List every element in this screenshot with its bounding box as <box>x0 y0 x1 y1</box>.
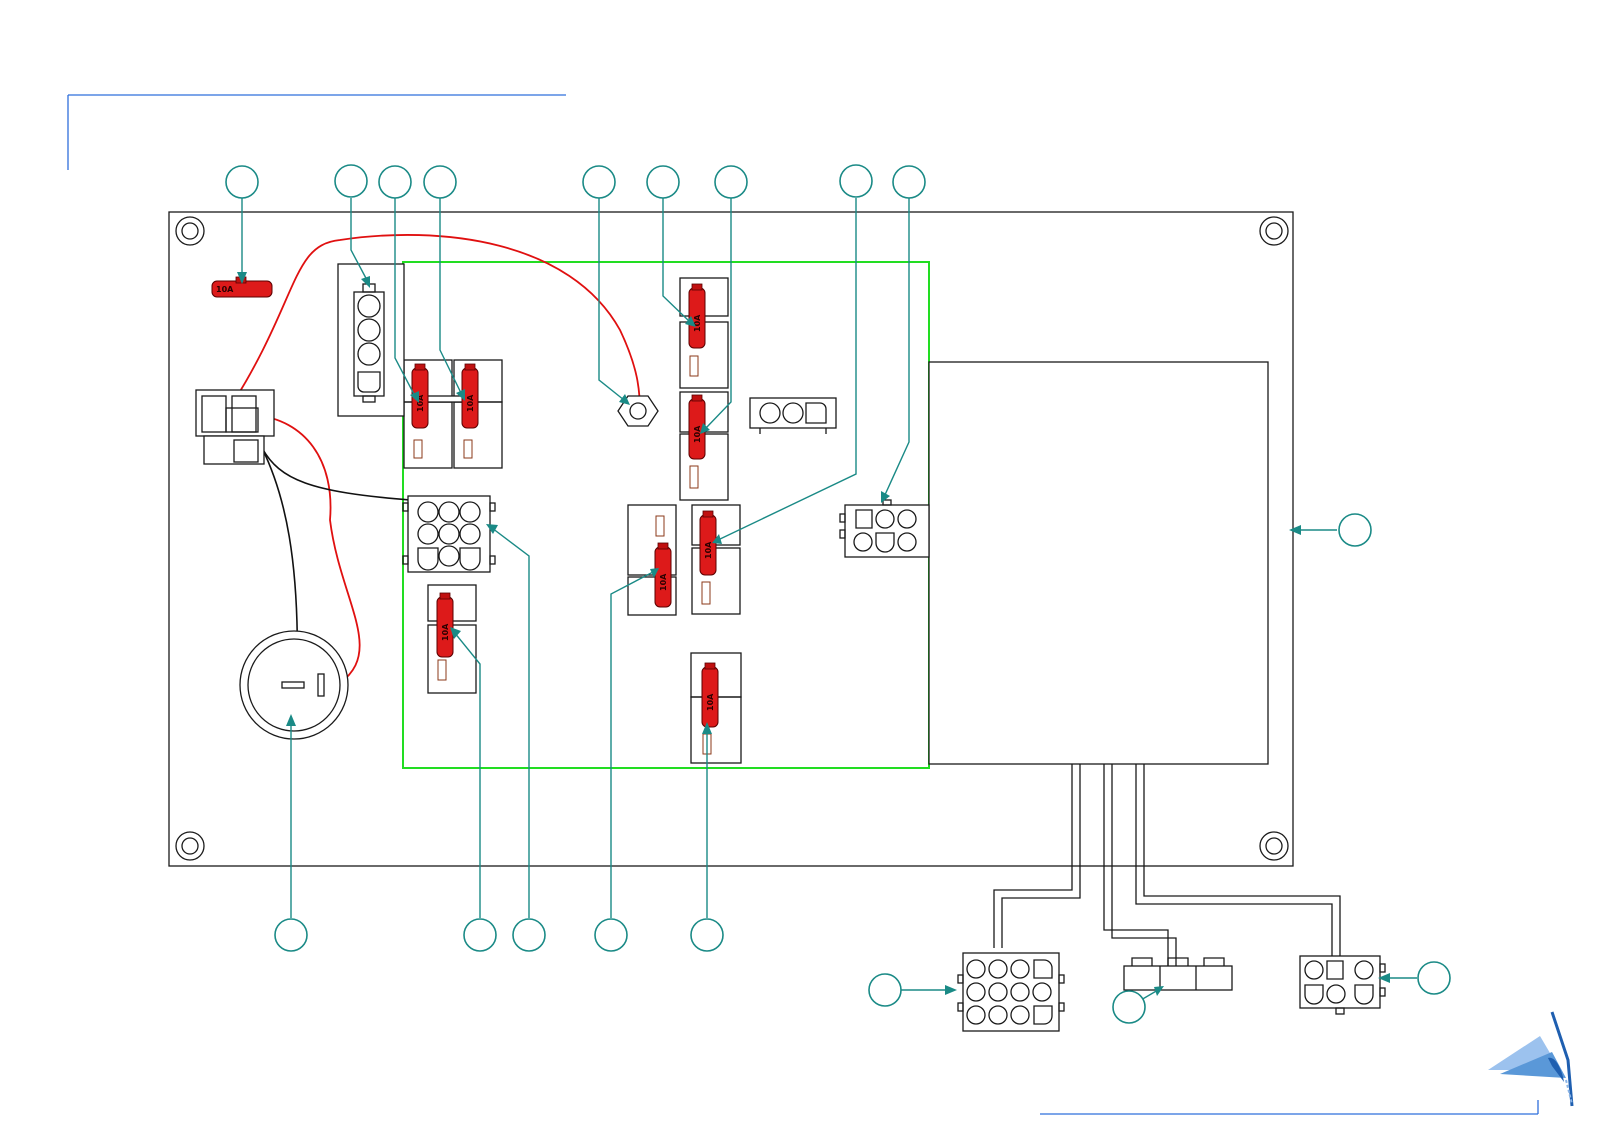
fuse-rating-label: 10A <box>466 394 475 412</box>
callouts-layer <box>225 164 1451 1024</box>
fuse-slot-markers <box>413 355 712 755</box>
fuse-rating-label: 10A <box>693 314 702 332</box>
frame-top-left-line <box>67 94 566 170</box>
inline-connector-icon <box>1123 957 1233 991</box>
blade-fuse-icon: 10A <box>701 662 719 728</box>
blade-fuse-icon: 10A <box>461 363 479 429</box>
mounting-hole-icon <box>175 831 205 861</box>
six-pin-connector-icon <box>839 499 930 558</box>
callout-balloon <box>512 918 546 952</box>
blade-fuse-icon: 10A <box>654 542 672 608</box>
round-receptacle-icon <box>239 630 349 740</box>
sail-logo-icon <box>1488 1011 1574 1107</box>
blade-fuse-icon: 10A <box>688 283 706 349</box>
callout-balloon <box>582 165 616 199</box>
controller-module <box>928 361 1269 765</box>
harness-wires <box>993 764 1341 966</box>
blade-fuse-icon: 10A <box>436 592 454 658</box>
callout-balloon <box>1112 990 1146 1024</box>
callout-balloon <box>1338 513 1372 547</box>
callout-balloon <box>423 165 457 199</box>
mounting-hole-icon <box>175 216 205 246</box>
fuse-rating-label: 10A <box>693 425 702 443</box>
power-inlet-connector-icon <box>195 389 275 465</box>
callout-balloon <box>714 165 748 199</box>
callout-balloon <box>892 165 926 199</box>
callout-balloon <box>334 164 368 198</box>
callout-balloon <box>690 918 724 952</box>
callout-balloon <box>839 164 873 198</box>
callout-balloon <box>274 918 308 952</box>
black-wire <box>261 447 411 501</box>
leader-arrowheads <box>237 272 1390 996</box>
red-wire <box>225 234 641 415</box>
six-pin-harness-connector-icon <box>1299 955 1386 1015</box>
fuse-rating-label: 10A <box>416 394 425 412</box>
red-wire <box>254 414 361 684</box>
mounting-hole-icon <box>1259 216 1289 246</box>
fuse-rating-label: 10A <box>704 541 713 559</box>
blade-fuse-icon: 10A <box>699 510 717 576</box>
four-pin-connector-icon <box>337 263 405 417</box>
leader-lines <box>241 198 1417 1008</box>
frame-bottom-right-line <box>1040 1100 1539 1115</box>
fuse-rating-label: 10A <box>659 573 668 591</box>
fuse-rating-label: 10A <box>706 693 715 711</box>
callout-balloon <box>1417 961 1451 995</box>
callout-balloon <box>225 165 259 199</box>
callout-balloon <box>463 918 497 952</box>
nine-pin-connector-icon <box>402 495 496 573</box>
callout-balloon <box>594 918 628 952</box>
fuses-layer: 10A 10A 10A 10A 10A 10A 10A 10A 10A <box>211 276 719 728</box>
callout-balloon <box>868 973 902 1007</box>
twelve-pin-harness-connector-icon <box>957 952 1065 1032</box>
mounting-hole-icon <box>1259 831 1289 861</box>
fuse-rating-label: 10A <box>216 285 234 294</box>
callout-balloon <box>646 165 680 199</box>
callout-balloon <box>378 165 412 199</box>
blade-fuse-icon: 10A <box>688 394 706 460</box>
blade-fuse-icon: 10A <box>411 363 429 429</box>
three-pin-connector-icon <box>749 397 837 434</box>
fuse-rating-label: 10A <box>441 623 450 641</box>
